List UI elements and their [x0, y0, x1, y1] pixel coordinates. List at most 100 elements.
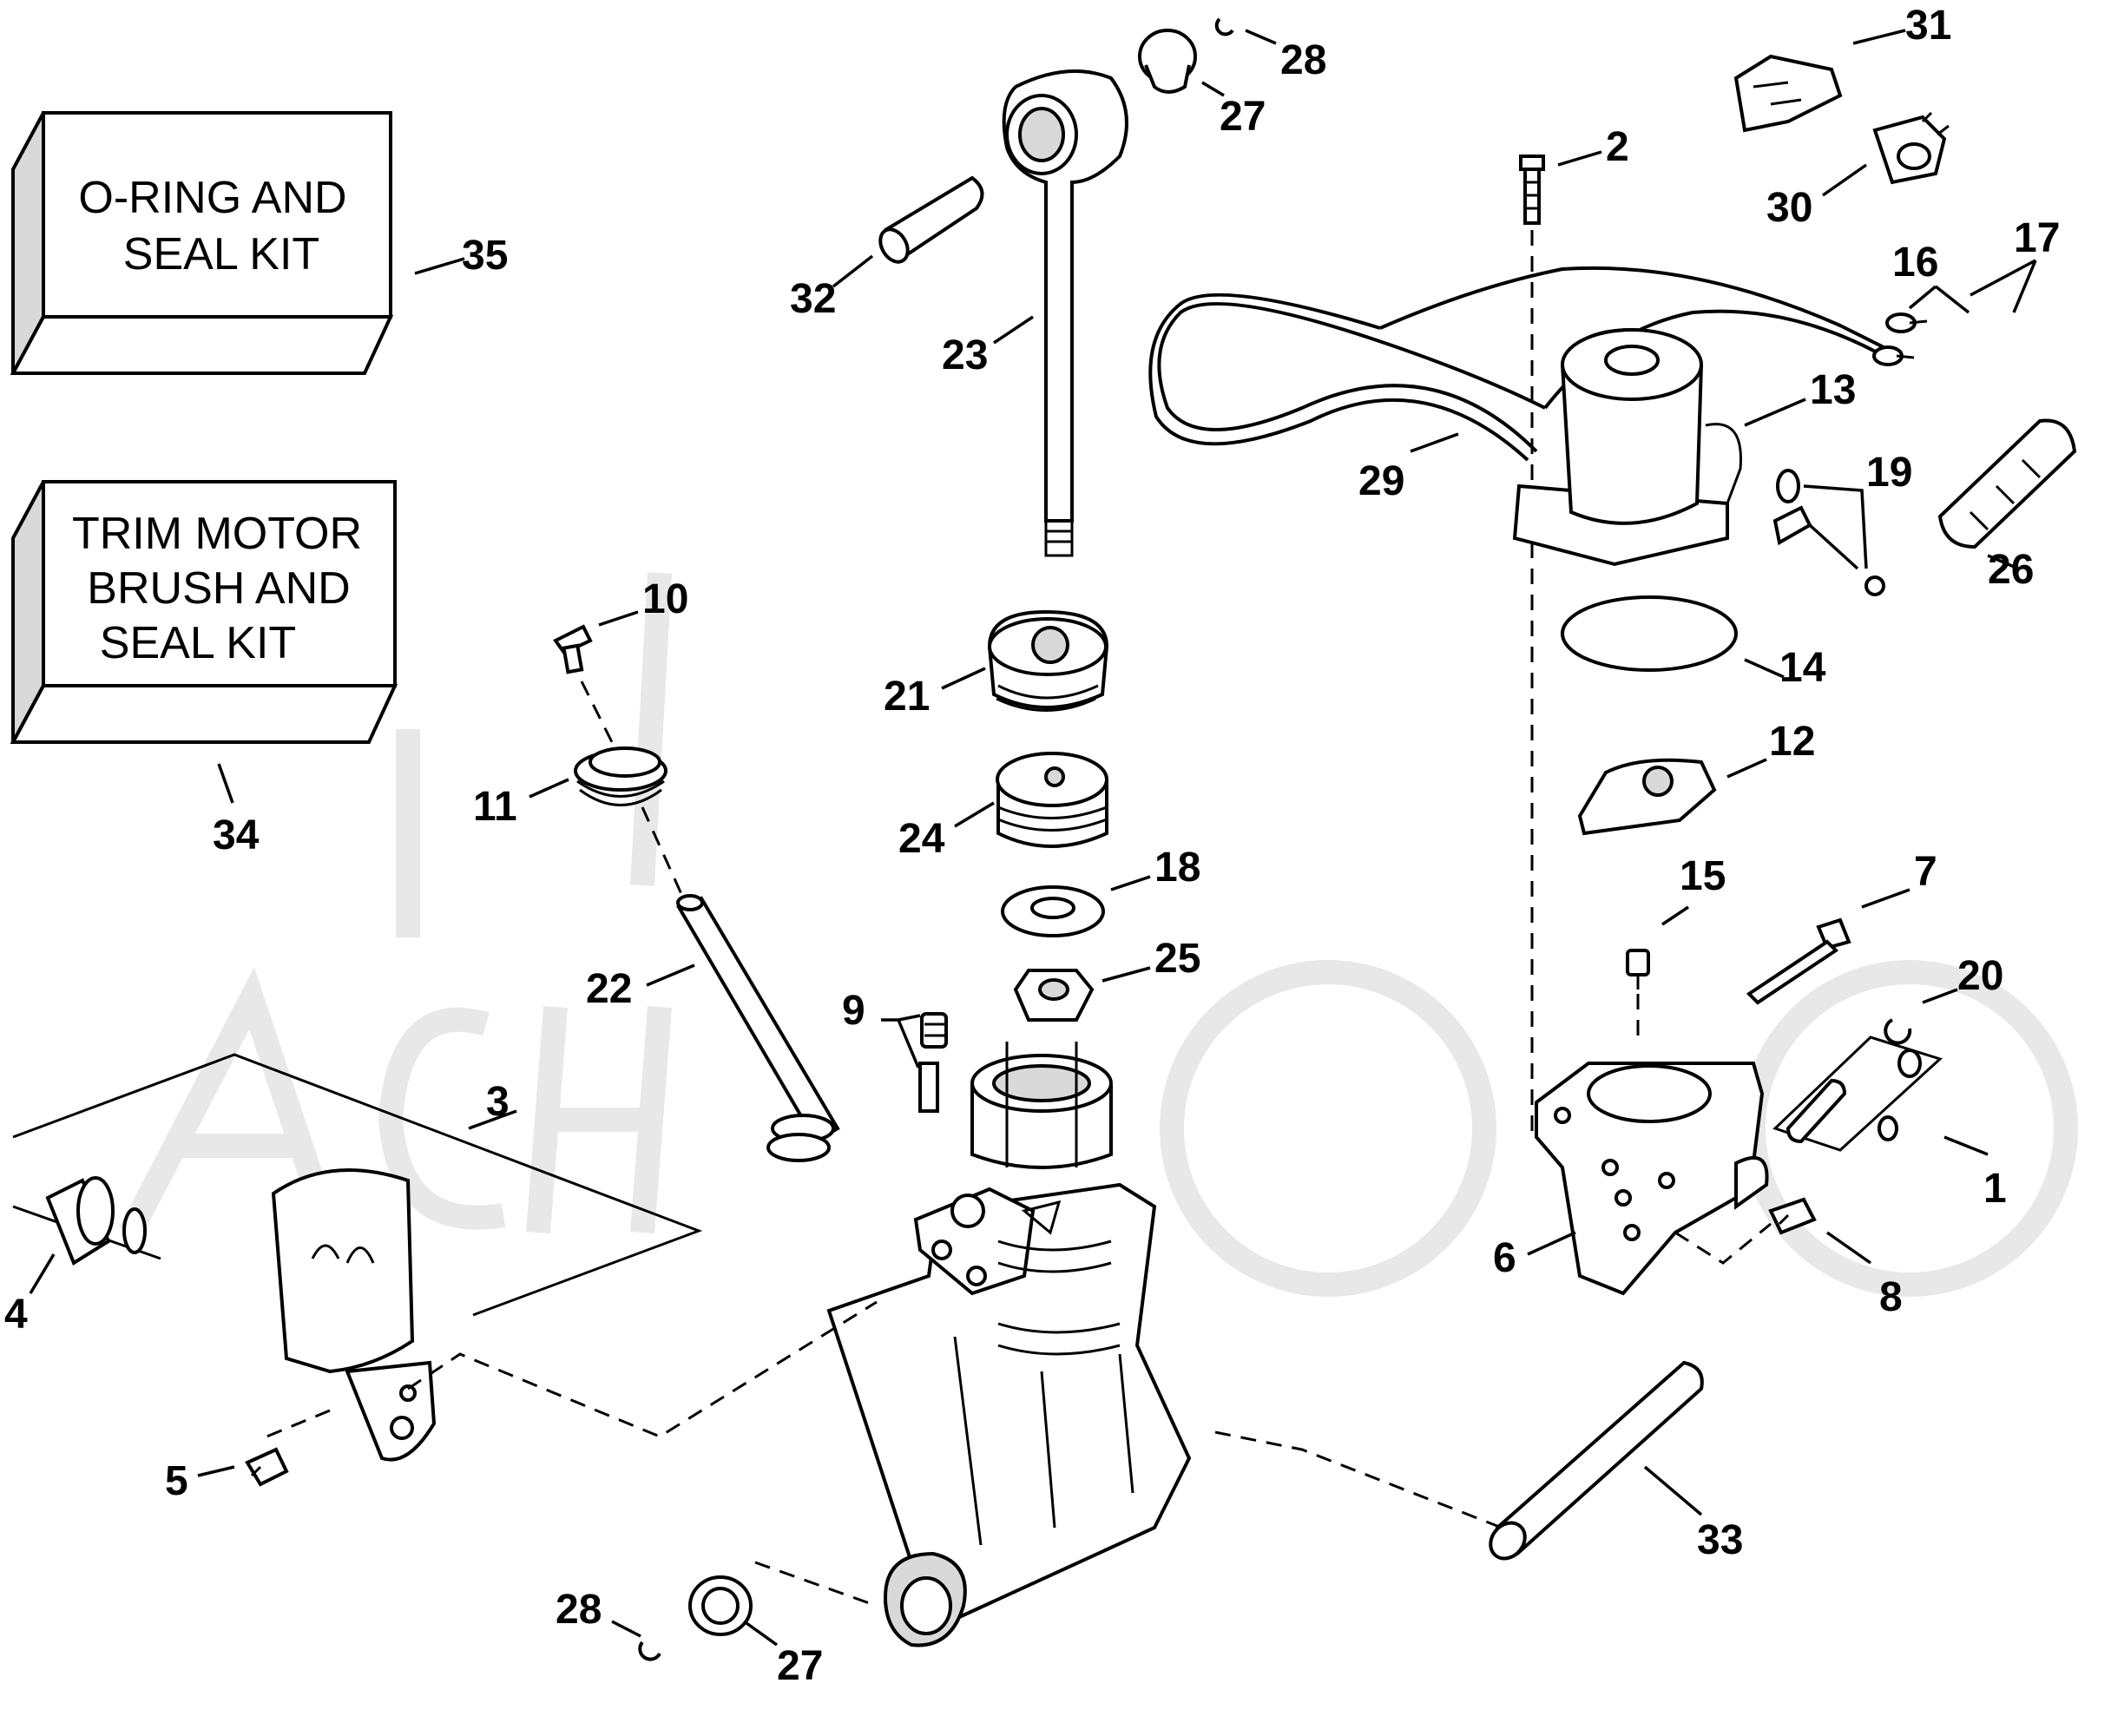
part-29-wiring-outer — [1148, 293, 1529, 462]
part-30-switch — [1872, 111, 1950, 185]
leader-1 — [1943, 1135, 1989, 1156]
leader-11 — [529, 778, 569, 799]
oring-kit-line1: O-RING AND — [78, 173, 346, 223]
callout-6: 6 — [1493, 1235, 1516, 1281]
callout-24: 24 — [898, 816, 945, 862]
part-28-ring-top — [1214, 17, 1234, 36]
leader-6 — [1527, 1231, 1576, 1256]
callout-17: 17 — [2014, 215, 2060, 261]
callout-26: 26 — [1988, 547, 2034, 593]
assembly-line-5 — [260, 1409, 331, 1441]
callout-7: 7 — [1914, 849, 1937, 895]
callout-10: 10 — [642, 576, 688, 622]
part-22-tube — [676, 894, 840, 1162]
callout-31: 31 — [1905, 3, 1951, 49]
part-24-piston — [996, 752, 1108, 848]
leader-26 — [1987, 554, 2019, 570]
callout-27a: 27 — [1220, 94, 1266, 140]
leader-25 — [1102, 966, 1151, 983]
callout-21: 21 — [884, 674, 930, 720]
assembly-line-11-22 — [641, 806, 683, 895]
trim-kit-line1: TRIM MOTOR — [72, 509, 362, 559]
part-31-bracket — [1733, 54, 1843, 133]
leader-7 — [1861, 888, 1910, 909]
leader-3 — [468, 1109, 517, 1130]
assembly-line-10-11 — [580, 681, 614, 743]
callout-35: 35 — [462, 233, 508, 279]
part-11-plug — [574, 746, 667, 806]
callout-5: 5 — [165, 1458, 188, 1504]
leader-19 — [1803, 484, 1868, 570]
part-1-gasket — [1772, 1036, 1943, 1152]
part-7-bolt — [1746, 917, 1851, 1005]
callout-8: 8 — [1879, 1274, 1903, 1320]
callout-12: 12 — [1769, 719, 1815, 765]
leader-32 — [832, 254, 874, 288]
leader-28a — [1245, 29, 1277, 45]
callout-32: 32 — [790, 276, 836, 322]
part-32-pin — [878, 175, 984, 264]
leader-8 — [1825, 1231, 1872, 1265]
part-16-17-terminals — [1872, 312, 1928, 366]
part-15-valve — [1626, 949, 1650, 990]
callout-20: 20 — [1957, 953, 2003, 999]
callout-15: 15 — [1680, 853, 1726, 899]
callout-28a: 28 — [1280, 37, 1326, 83]
trim-kit-line2: BRUSH AND — [87, 563, 350, 614]
callout-4: 4 — [4, 1292, 28, 1338]
leader-15 — [1661, 905, 1689, 926]
part-25-nut — [1013, 969, 1095, 1022]
part-29-wiring — [1157, 302, 1546, 453]
leader-20 — [1922, 988, 1958, 1004]
leader-4 — [29, 1253, 56, 1294]
main-cylinder-body — [826, 1042, 1192, 1647]
assembly-line-27b — [754, 1561, 878, 1608]
part-10-screw — [553, 624, 593, 674]
callout-28b: 28 — [556, 1587, 602, 1633]
part-20-ring — [1884, 1018, 1912, 1045]
part-28-ring-bottom — [638, 1641, 661, 1661]
trim-kit-line3: SEAL KIT — [100, 618, 296, 668]
callout-33: 33 — [1697, 1517, 1743, 1563]
part-5-screw — [245, 1447, 289, 1487]
watermark — [119, 572, 2078, 1297]
callout-34: 34 — [213, 812, 260, 858]
callout-22: 22 — [586, 966, 632, 1012]
oring-kit-line2: SEAL KIT — [123, 229, 319, 279]
callout-19: 19 — [1866, 450, 1912, 496]
assembly-line-3-body — [407, 1300, 878, 1438]
assembly-line-8 — [1674, 1222, 1772, 1265]
callout-9: 9 — [842, 988, 865, 1034]
leader-21 — [941, 667, 986, 690]
leader-24 — [954, 801, 995, 828]
part-13-trim-motor — [1512, 327, 1742, 567]
part-33-pin — [1489, 1360, 1704, 1561]
callout-27b: 27 — [777, 1643, 823, 1689]
leader-13 — [1744, 398, 1806, 427]
leader-10 — [598, 610, 639, 627]
assembly-line-body-33 — [1214, 1430, 1503, 1529]
leader-14 — [1744, 658, 1785, 679]
callout-13: 13 — [1810, 367, 1856, 413]
leader-18 — [1110, 875, 1151, 891]
callout-25: 25 — [1154, 936, 1200, 982]
leader-23 — [993, 315, 1034, 345]
part-19-clip — [1772, 469, 1885, 596]
part-14-oring — [1561, 595, 1738, 672]
leader-2 — [1557, 150, 1602, 167]
part-27-bushing-bottom — [688, 1575, 753, 1636]
leader-22 — [646, 963, 695, 987]
part-21-cap — [987, 609, 1109, 712]
part-8-screw — [1768, 1197, 1817, 1235]
leader-29 — [1410, 432, 1459, 453]
part-4-fitting — [45, 1176, 147, 1266]
callout-30: 30 — [1766, 185, 1812, 231]
callout-16: 16 — [1892, 240, 1938, 286]
part-6-pump — [1535, 1062, 1769, 1296]
part-26-sleeve — [1937, 418, 2077, 549]
leader-5 — [197, 1465, 235, 1477]
leader-12 — [1726, 758, 1767, 779]
part-23-rod — [1002, 69, 1128, 557]
